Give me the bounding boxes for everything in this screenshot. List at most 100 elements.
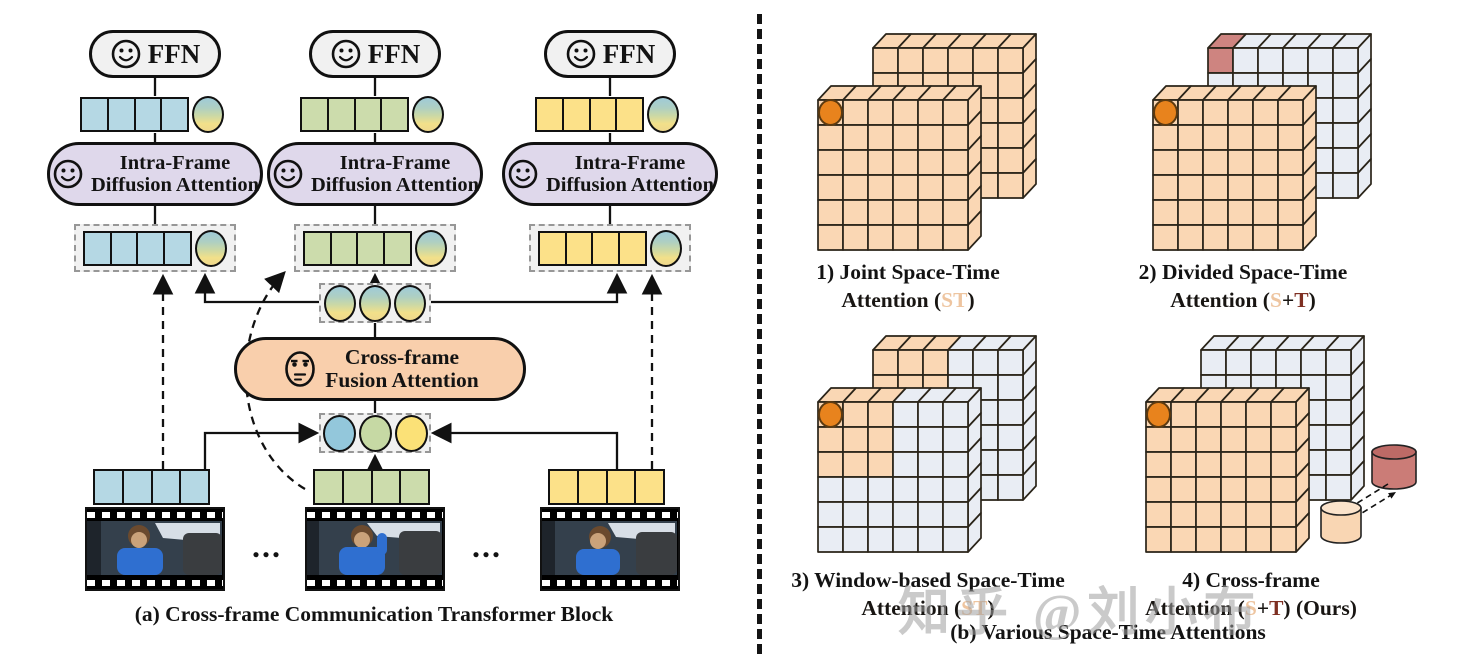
fused-token-oval xyxy=(195,229,228,267)
cross-frame-fusion-attention-block: Cross-frame Fusion Attention xyxy=(234,337,526,401)
patch-token-row-2 xyxy=(313,469,431,505)
smiley-face-icon xyxy=(508,159,538,189)
intra-attention-line1: Intra-Frame xyxy=(339,151,451,174)
intra-frame-attention-block-3: Intra-Frame Diffusion Attention xyxy=(502,142,718,206)
query-patch-dot xyxy=(1153,99,1178,126)
token-cell xyxy=(576,469,608,505)
residual-token-box-1 xyxy=(74,224,236,272)
subtitle-segment: T xyxy=(1294,288,1309,313)
token-cell xyxy=(615,97,645,132)
ffn-block-2: FFN xyxy=(309,30,441,78)
subtitle-segment: Attention ( xyxy=(1145,596,1245,621)
token-cell xyxy=(106,97,136,132)
token-cell xyxy=(370,469,402,505)
query-patch-dot xyxy=(1146,401,1171,428)
subtitle-segment: S xyxy=(1244,596,1257,621)
token-cell xyxy=(537,230,567,266)
film-sprockets xyxy=(87,509,223,521)
panel-caption-3: 3) Window-based Space-Time Attention (ST… xyxy=(791,568,1065,621)
film-sprockets xyxy=(307,509,443,521)
video-frame-thumbnail-2 xyxy=(305,507,445,591)
token-cell xyxy=(121,469,153,505)
token-cell xyxy=(136,230,166,266)
token-cell xyxy=(160,97,190,132)
token-row-ffn-input-3 xyxy=(535,96,680,133)
patch-token-row-1 xyxy=(93,469,211,505)
subtitle-segment: + xyxy=(1256,596,1270,621)
token-cell xyxy=(300,97,329,132)
token-cell xyxy=(399,469,431,505)
token-cell xyxy=(80,97,109,132)
subtitle-segment: ST xyxy=(961,596,988,621)
fused-token-oval xyxy=(650,229,683,267)
intra-frame-attention-block-1: Intra-Frame Diffusion Attention xyxy=(47,142,263,206)
token-cell xyxy=(302,230,332,266)
token-cell xyxy=(591,230,621,266)
ffn-block-1: FFN xyxy=(89,30,221,78)
subtitle-segment: Attention ( xyxy=(1170,288,1270,313)
subtitle-segment: ) xyxy=(967,288,975,313)
ffn-label: FFN xyxy=(602,38,656,69)
fused-token-oval xyxy=(192,96,225,133)
residual-token-box-2 xyxy=(294,224,456,272)
fused-token-oval xyxy=(415,229,448,267)
patch-token-row-3 xyxy=(548,469,666,505)
ellipsis-frames: ... xyxy=(472,528,502,564)
token-cell xyxy=(564,230,594,266)
token-cell xyxy=(634,469,666,505)
smiley-face-icon xyxy=(566,39,596,69)
token-cell xyxy=(313,469,344,505)
frame-token-oval-blue xyxy=(322,414,356,452)
token-cell xyxy=(605,469,637,505)
panel-caption-1: 1) Joint Space-Time Attention (ST) xyxy=(816,260,1000,313)
token-cell xyxy=(588,97,618,132)
token-cell xyxy=(353,97,383,132)
subtitle-segment: ) xyxy=(987,596,995,621)
fusion-attention-line1: Cross-frame xyxy=(344,344,460,369)
subtitle-segment: Attention ( xyxy=(861,596,962,621)
video-frame-thumbnail-1 xyxy=(85,507,225,591)
attention-grid-3 xyxy=(817,335,1037,553)
query-patch-dot xyxy=(818,99,843,126)
subtitle-segment: ) (Ours) xyxy=(1283,596,1357,621)
token-cell xyxy=(82,230,112,266)
ffn-block-3: FFN xyxy=(544,30,676,78)
token-row-ffn-input-1 xyxy=(80,96,225,133)
fused-token-oval xyxy=(647,96,680,133)
intra-attention-line2: Diffusion Attention xyxy=(545,174,714,196)
token-cell xyxy=(380,97,410,132)
ellipsis-frames: ... xyxy=(252,528,282,564)
token-cell xyxy=(326,97,356,132)
film-sprockets xyxy=(542,509,678,521)
token-cell xyxy=(329,230,359,266)
frame-token-oval-yellow xyxy=(394,414,428,452)
fused-token-oval xyxy=(324,284,356,322)
token-cell xyxy=(163,230,193,266)
query-patch-dot xyxy=(818,401,843,428)
caption-a: (a) Cross-frame Communication Transforme… xyxy=(134,602,614,626)
smiley-face-icon xyxy=(331,39,361,69)
token-cell xyxy=(179,469,211,505)
token-cell xyxy=(341,469,373,505)
smiley-face-icon xyxy=(53,159,83,189)
fused-token-oval xyxy=(359,284,391,322)
panel-divider xyxy=(757,14,762,654)
car-baby-photo xyxy=(87,521,222,575)
intra-attention-line1: Intra-Frame xyxy=(574,151,686,174)
smiley-face-icon xyxy=(273,159,303,189)
token-cell xyxy=(561,97,591,132)
fused-token-oval xyxy=(412,96,445,133)
car-baby-photo xyxy=(542,521,677,575)
token-cell xyxy=(93,469,124,505)
attention-grid-1 xyxy=(817,33,1037,251)
video-frame-thumbnail-3 xyxy=(540,507,680,591)
attention-grid-4 xyxy=(1145,335,1417,553)
fused-token-oval xyxy=(394,284,426,322)
ffn-label: FFN xyxy=(147,38,201,69)
token-row-ffn-input-2 xyxy=(300,96,445,133)
token-cell xyxy=(618,230,648,266)
film-sprockets xyxy=(542,577,678,589)
caption-b: (b) Various Space-Time Attentions xyxy=(950,620,1266,644)
intra-attention-line2: Diffusion Attention xyxy=(310,174,479,196)
